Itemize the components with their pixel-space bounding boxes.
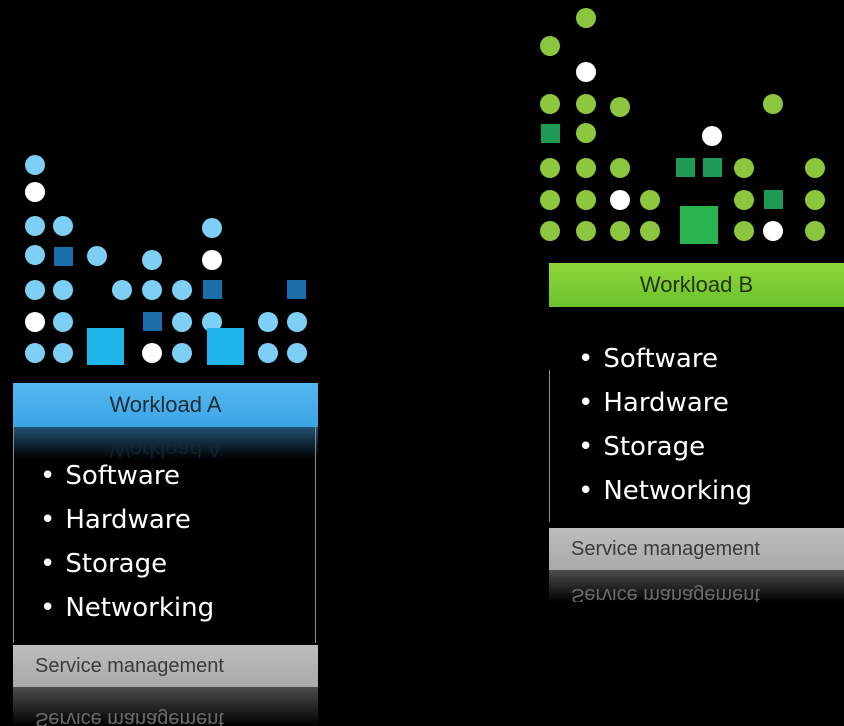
resource-dot: [172, 343, 192, 363]
list-item: Networking: [578, 469, 752, 513]
resource-dot: [258, 343, 278, 363]
resource-square: [54, 247, 73, 266]
workload-a-panel: [13, 427, 316, 643]
resource-dot: [287, 343, 307, 363]
resource-dot: [25, 155, 45, 175]
resource-dot: [53, 216, 73, 236]
resource-dot: [540, 94, 560, 114]
resource-dot: [734, 221, 754, 241]
list-item: Storage: [578, 425, 752, 469]
resource-big-square: [87, 328, 124, 365]
list-item: Hardware: [40, 498, 214, 542]
resource-dot: [53, 343, 73, 363]
resource-dot: [540, 190, 560, 210]
workload-a-title: Workload A: [109, 392, 222, 417]
resource-big-square: [680, 206, 718, 244]
resource-dot: [702, 126, 722, 146]
workload-b-components: Software Hardware Storage Networking: [578, 337, 752, 513]
resource-big-square: [207, 328, 244, 365]
resource-dot: [734, 158, 754, 178]
resource-dot: [763, 94, 783, 114]
resource-dot: [640, 221, 660, 241]
workload-a-banner: Workload A: [13, 383, 318, 427]
resource-dot: [172, 280, 192, 300]
resource-dot: [202, 250, 222, 270]
resource-dot: [610, 97, 630, 117]
resource-dot: [25, 280, 45, 300]
resource-square: [676, 158, 695, 177]
resource-dot: [87, 246, 107, 266]
resource-dot: [25, 343, 45, 363]
resource-dot: [610, 190, 630, 210]
resource-square: [287, 280, 306, 299]
resource-dot: [142, 280, 162, 300]
resource-dot: [576, 190, 596, 210]
resource-square: [541, 124, 560, 143]
resource-dot: [763, 221, 783, 241]
workload-a-service-management: Service management: [13, 645, 318, 687]
resource-dot: [610, 158, 630, 178]
list-item: Storage: [40, 542, 214, 586]
resource-dot: [25, 182, 45, 202]
workload-b-service-reflection: Service management: [549, 570, 844, 602]
resource-dot: [202, 312, 222, 332]
workload-b-title: Workload B: [639, 272, 754, 297]
resource-dot: [805, 190, 825, 210]
list-item: Networking: [40, 586, 214, 630]
resource-dot: [142, 250, 162, 270]
resource-dot: [610, 221, 630, 241]
resource-dot: [142, 343, 162, 363]
workload-b-service-management: Service management: [549, 528, 844, 570]
resource-dot: [53, 312, 73, 332]
resource-dot: [576, 8, 596, 28]
list-item: Software: [578, 337, 752, 381]
resource-dot: [576, 94, 596, 114]
resource-dot: [540, 158, 560, 178]
resource-dot: [53, 280, 73, 300]
resource-dot: [805, 158, 825, 178]
list-item: Hardware: [578, 381, 752, 425]
resource-dot: [640, 190, 660, 210]
resource-square: [203, 280, 222, 299]
resource-dot: [172, 312, 192, 332]
resource-square: [703, 158, 722, 177]
workload-a-graphic: [25, 155, 307, 365]
resource-dot: [258, 312, 278, 332]
workload-a-service-reflection: Service management: [13, 687, 318, 726]
resource-dot: [25, 312, 45, 332]
resource-dot: [734, 190, 754, 210]
resource-dot: [287, 312, 307, 332]
resource-dot: [576, 62, 596, 82]
resource-square: [143, 312, 162, 331]
workload-a-components: Software Hardware Storage Networking: [40, 454, 214, 630]
workload-b-panel: [549, 370, 550, 522]
workload-b-graphic: [540, 8, 825, 244]
resource-dot: [576, 123, 596, 143]
workload-b-banner: Workload B: [549, 263, 844, 307]
resource-dot: [540, 221, 560, 241]
resource-square: [764, 190, 783, 209]
resource-dot: [540, 36, 560, 56]
resource-dot: [25, 216, 45, 236]
resource-dot: [202, 218, 222, 238]
list-item: Software: [40, 454, 214, 498]
resource-dot: [576, 221, 596, 241]
resource-dot: [25, 245, 45, 265]
resource-dot: [112, 280, 132, 300]
resource-dot: [805, 221, 825, 241]
resource-dot: [576, 158, 596, 178]
